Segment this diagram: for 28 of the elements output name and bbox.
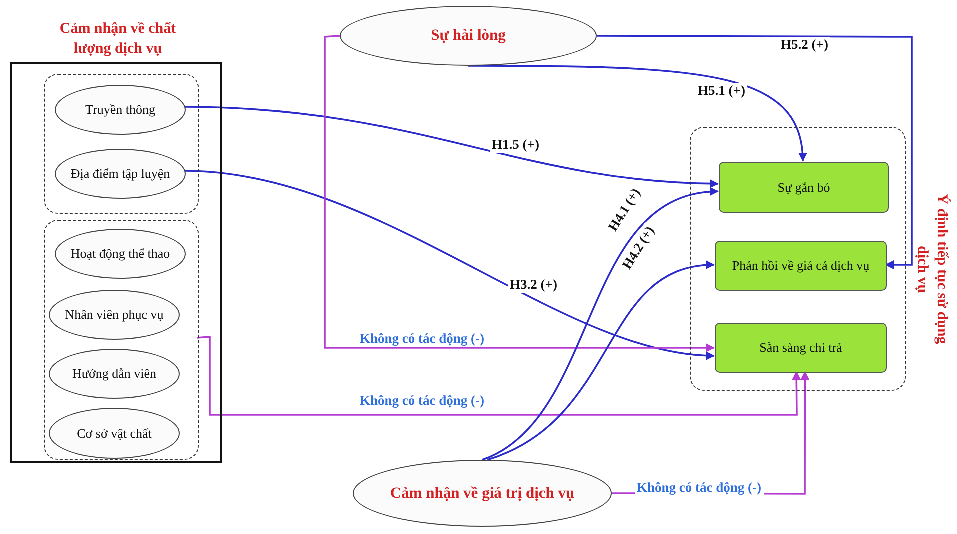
edge-label: H5.2 (+) <box>779 37 830 54</box>
edge-label: H5.1 (+) <box>696 83 748 100</box>
arrow <box>324 35 715 352</box>
construct-ellipse: Sự hài lòng <box>340 6 597 66</box>
construct-ellipse: Nhân viên phục vụ <box>49 290 180 340</box>
construct-ellipse: Cảm nhận về giá trị dịch vụ <box>353 460 612 527</box>
group-frame <box>44 220 199 460</box>
arrow <box>597 35 913 270</box>
arrow <box>196 336 802 416</box>
construct-ellipse: Hoạt động thể thao <box>55 229 186 279</box>
construct-ellipse: Địa điểm tập luyện <box>55 149 186 199</box>
group-heading: Cảm nhận về chất lượng dịch vụ <box>58 20 178 58</box>
group-frame <box>44 74 199 214</box>
edge-label: Không có tác động (-) <box>635 480 764 496</box>
edge-label: H3.2 (+) <box>508 277 560 294</box>
edge-label: H1.5 (+) <box>490 137 542 154</box>
outcome-box: Sự gắn bó <box>719 162 889 213</box>
construct-ellipse: Truyền thông <box>55 85 186 135</box>
arrow <box>468 65 807 162</box>
arrow <box>487 261 715 461</box>
construct-ellipse: Hướng dẫn viên <box>49 349 180 399</box>
construct-ellipse: Cơ sở vật chất <box>49 408 180 459</box>
edge-label: Không có tác động (-) <box>358 331 486 348</box>
arrow <box>482 188 719 461</box>
edge-label: Không có tác động (-) <box>358 393 486 410</box>
outcome-box: Phản hồi về giá cả dịch vụ <box>715 241 887 291</box>
group-heading: Ý định tiếp tục sử dụng dịch vụ <box>914 193 951 347</box>
outcome-box: Sẵn sàng chi trả <box>715 323 887 373</box>
